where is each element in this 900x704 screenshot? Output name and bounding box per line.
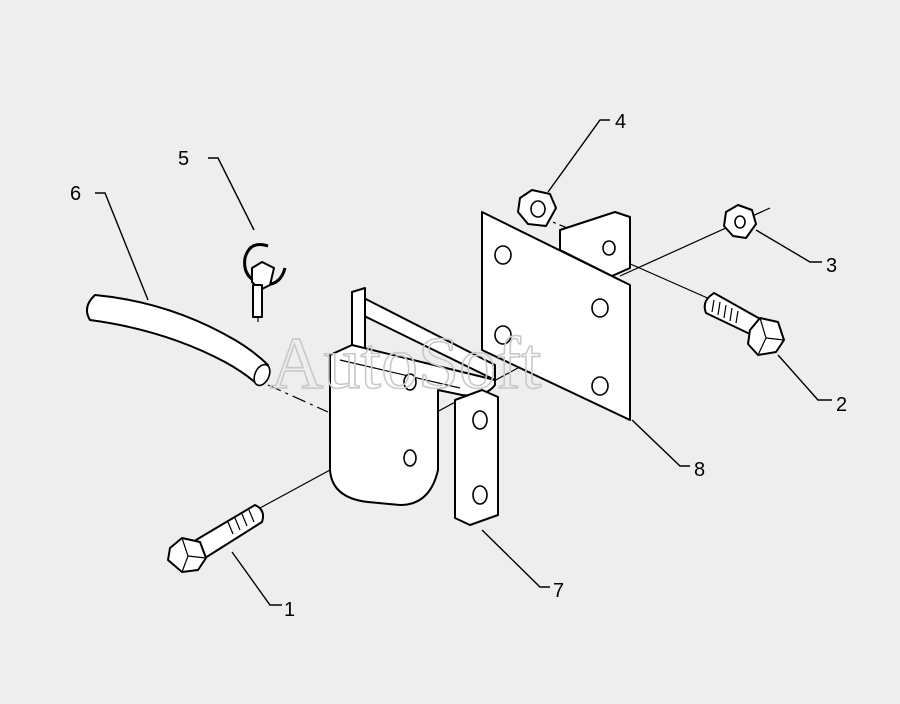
callout-label-5: 5 — [178, 148, 189, 170]
callout-label-3: 3 — [826, 255, 837, 277]
mounting-plate-part-8 — [481, 211, 631, 421]
callout-label-1: 1 — [284, 599, 295, 621]
callout-label-8: 8 — [694, 459, 705, 481]
leader-lines — [95, 119, 832, 606]
pin-rod-part-6 — [85, 294, 271, 387]
hex-nut-part-4 — [517, 189, 557, 227]
hex-nut-part-3 — [723, 204, 757, 239]
callout-label-2: 2 — [836, 394, 847, 416]
callout-label-4: 4 — [615, 111, 626, 133]
retaining-ring-part-5 — [243, 243, 287, 318]
watermark-text: AutoSoft — [270, 323, 542, 405]
u-bracket-part-7 — [329, 287, 499, 526]
callout-label-6: 6 — [70, 183, 81, 205]
bolt-part-1 — [167, 504, 265, 573]
bolt-part-2 — [703, 292, 785, 356]
callout-label-7: 7 — [553, 580, 564, 602]
